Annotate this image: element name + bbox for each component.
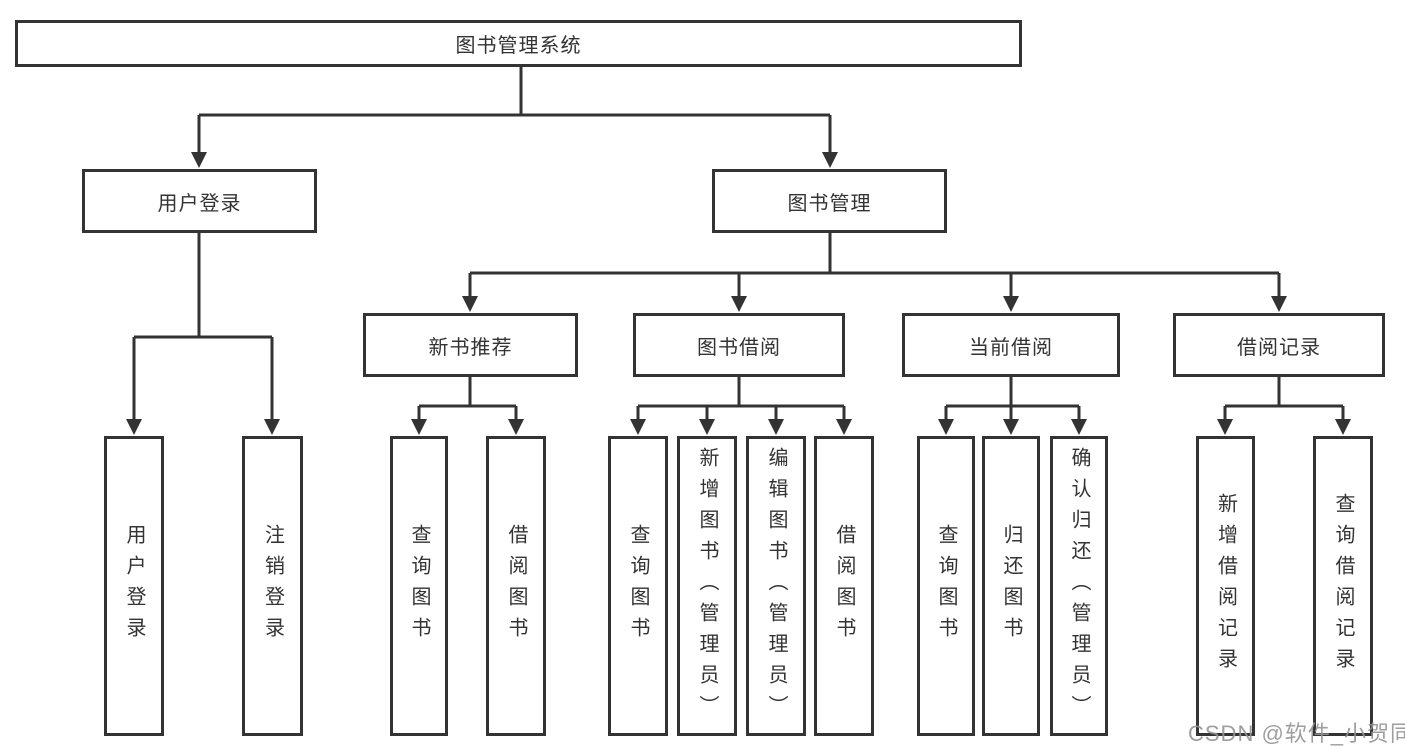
arrowhead-icon xyxy=(1271,296,1287,312)
leaf-current-query-books-label: 查询图书 xyxy=(935,524,957,648)
connector-userlogin-to-leaves xyxy=(132,233,274,421)
leaf-add-book-admin: 新增图书（管理员） xyxy=(677,436,737,736)
connector-records-to-leaves xyxy=(1223,377,1345,421)
arrowhead-icon xyxy=(1003,296,1019,312)
arrowhead-icon xyxy=(699,419,715,435)
arrowhead-icon xyxy=(1335,419,1351,435)
leaf-confirm-return-admin: 确认归还（管理员） xyxy=(1050,436,1108,736)
leaf-borrow-query-books: 查询图书 xyxy=(608,436,668,736)
leaf-newbook-borrow-books-label: 借阅图书 xyxy=(505,524,527,648)
leaf-query-borrow-record-label: 查询借阅记录 xyxy=(1332,493,1354,679)
node-current-borrow: 当前借阅 xyxy=(902,313,1120,377)
leaf-borrow-borrow-books: 借阅图书 xyxy=(814,436,874,736)
node-borrow-records-label: 借阅记录 xyxy=(1237,336,1321,359)
node-user-login: 用户登录 xyxy=(82,169,317,233)
leaf-add-borrow-record-label: 新增借阅记录 xyxy=(1214,493,1237,679)
node-current-borrow-label: 当前借阅 xyxy=(969,336,1053,359)
leaf-add-borrow-record: 新增借阅记录 xyxy=(1196,436,1255,736)
leaf-user-login: 用户登录 xyxy=(104,436,164,736)
node-root-label: 图书管理系统 xyxy=(455,35,582,57)
leaf-borrow-borrow-books-label: 借阅图书 xyxy=(833,524,855,648)
arrowhead-icon xyxy=(836,419,852,435)
leaf-return-books-label: 归还图书 xyxy=(1000,524,1022,648)
node-book-borrow: 图书借阅 xyxy=(633,313,845,377)
node-book-management-label: 图书管理 xyxy=(787,192,872,215)
arrowhead-icon xyxy=(508,419,524,435)
arrowhead-icon xyxy=(822,152,838,168)
node-new-book-recommend: 新书推荐 xyxy=(363,313,578,377)
node-user-login-label: 用户登录 xyxy=(157,192,242,215)
csdn-watermark: CSDN @软件_小贺同学 xyxy=(1188,721,1405,746)
arrowhead-icon xyxy=(731,296,747,312)
leaf-confirm-return-admin-label: 确认归还（管理员） xyxy=(1068,446,1090,726)
connector-root-to-level2 xyxy=(197,67,832,153)
leaf-newbook-borrow-books: 借阅图书 xyxy=(486,436,546,736)
node-book-borrow-label: 图书借阅 xyxy=(697,336,781,359)
leaf-newbook-query-books: 查询图书 xyxy=(390,436,448,736)
arrowhead-icon xyxy=(938,419,954,435)
node-borrow-records: 借阅记录 xyxy=(1173,313,1385,377)
connector-newbook-to-leaves xyxy=(417,377,518,421)
node-book-management: 图书管理 xyxy=(712,169,947,233)
leaf-edit-book-admin-label: 编辑图书（管理员） xyxy=(765,446,787,726)
node-new-book-recommend-label: 新书推荐 xyxy=(428,336,513,359)
arrowhead-icon xyxy=(1217,419,1233,435)
leaf-return-books: 归还图书 xyxy=(982,436,1040,736)
leaf-logout-login: 注销登录 xyxy=(242,436,303,736)
arrowhead-icon xyxy=(264,419,280,435)
arrowhead-icon xyxy=(411,419,427,435)
arrowhead-icon xyxy=(1003,419,1019,435)
arrowhead-icon xyxy=(1071,419,1087,435)
leaf-add-book-admin-label: 新增图书（管理员） xyxy=(696,446,718,726)
leaf-logout-login-label: 注销登录 xyxy=(261,524,284,648)
connector-bookmgmt-to-level3 xyxy=(468,233,1281,298)
connector-currentborrow-to-leaves xyxy=(944,377,1081,421)
leaf-edit-book-admin: 编辑图书（管理员） xyxy=(746,436,806,736)
arrowhead-icon xyxy=(126,419,142,435)
arrowhead-icon xyxy=(462,296,478,312)
arrowhead-icon xyxy=(191,152,207,168)
leaf-newbook-query-books-label: 查询图书 xyxy=(408,524,430,648)
leaf-query-borrow-record: 查询借阅记录 xyxy=(1313,436,1373,736)
connector-bookborrow-to-leaves xyxy=(636,377,846,421)
node-root-system: 图书管理系统 xyxy=(15,20,1022,67)
arrowhead-icon xyxy=(630,419,646,435)
arrowhead-icon xyxy=(768,419,784,435)
leaf-user-login-label: 用户登录 xyxy=(123,524,145,648)
leaf-current-query-books: 查询图书 xyxy=(917,436,975,736)
leaf-borrow-query-books-label: 查询图书 xyxy=(627,524,649,648)
